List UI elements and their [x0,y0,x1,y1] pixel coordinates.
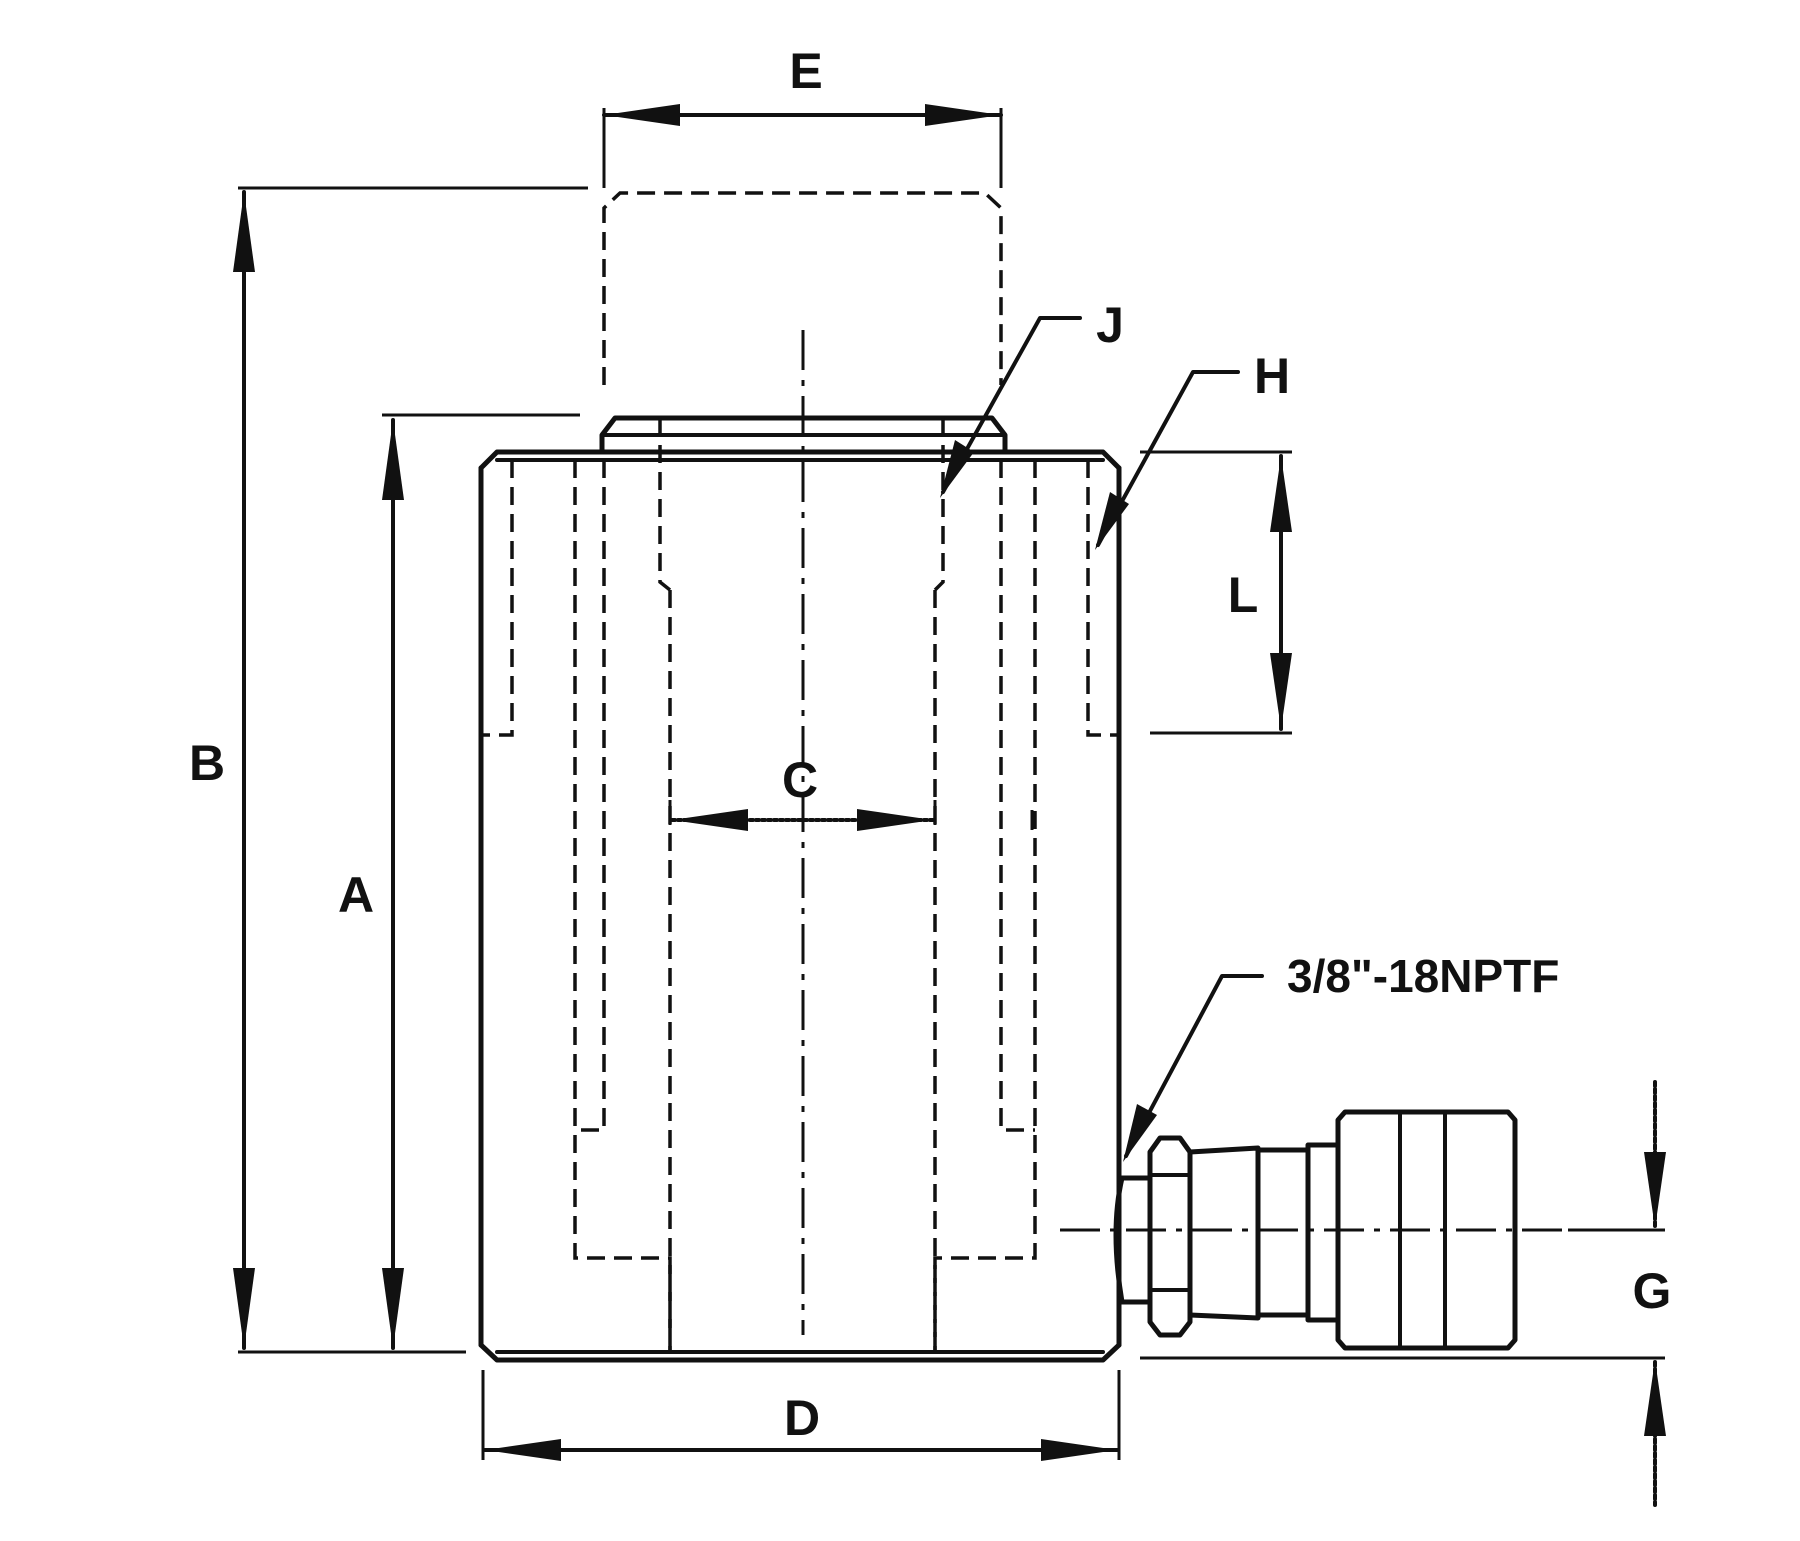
leader-port-line [1124,974,1264,1158]
leader-H: H [1095,348,1290,550]
dim-E-arrow-left [604,104,680,126]
port-thread-label: 3/8"-18NPTF [1287,950,1559,1002]
port-fitting [1113,1109,1518,1351]
dim-B-arrow-bottom [233,1268,255,1348]
saddle-thread-left-hidden [658,418,672,592]
leader-J: J [940,297,1124,498]
dim-E-label: E [789,43,822,99]
dimension-B: B [189,186,588,1354]
port-seat-block [1119,1175,1153,1305]
dimension-A: A [338,413,580,1350]
dim-B-arrow-top [233,192,255,272]
leader-H-label: H [1254,348,1290,404]
dimension-L: L [1140,450,1292,735]
body-bottom-edge [478,1342,1122,1363]
body-top-edge [478,449,1122,471]
dimension-D: D [481,1370,1121,1461]
fitting-ring-2 [1305,1142,1341,1323]
dimension-C: C [668,752,1034,831]
dim-C-arrow-right [857,809,933,831]
hex-nut [1147,1135,1193,1338]
dim-E-arrow-right [925,104,1001,126]
dim-A-arrow-top [382,420,404,500]
plunger-right-hidden [999,460,1035,1132]
leader-H-arrow [1095,492,1129,550]
bore-left-hidden [573,460,672,1350]
dim-G-label: G [1633,1263,1672,1319]
dim-D-arrow-left [485,1439,561,1461]
leader-port: 3/8"-18NPTF [1123,950,1559,1162]
dim-D-label: D [784,1390,820,1446]
leader-J-label: J [1096,297,1124,353]
extended-plunger-outline [602,191,1003,385]
dimension-G: G [1140,1080,1672,1507]
cylinder-body [478,449,1122,1363]
dim-G-arrow-bottom [1644,1360,1666,1436]
fitting-body [1187,1145,1261,1321]
dim-D-arrow-right [1041,1439,1117,1461]
dim-A-label: A [338,867,374,923]
dim-L-label: L [1228,567,1259,623]
leader-J-arrow [940,440,974,498]
dim-B-label: B [189,735,225,791]
dim-G-arrow-top [1644,1152,1666,1228]
saddle-thread-right-hidden [933,418,945,592]
dim-C-arrow-left [672,809,748,831]
dim-L-arrow-top [1270,456,1292,532]
plunger-left-hidden [575,460,606,1132]
thread-left-hidden [481,460,514,737]
extended-plunger [602,191,1003,385]
dim-C-label: C [782,752,818,808]
leader-port-arrow [1123,1104,1157,1162]
leader-J-line [941,316,1082,494]
hidden-lines [481,418,1119,1350]
dimension-E: E [602,43,1003,188]
center-lines [801,330,1665,1335]
port-seat [1113,1175,1125,1305]
fitting-ring-1 [1255,1147,1311,1318]
bore-right-hidden [933,460,1037,1350]
dim-L-arrow-bottom [1270,653,1292,729]
dim-A-arrow-bottom [382,1268,404,1348]
thread-right-hidden [1086,460,1119,737]
